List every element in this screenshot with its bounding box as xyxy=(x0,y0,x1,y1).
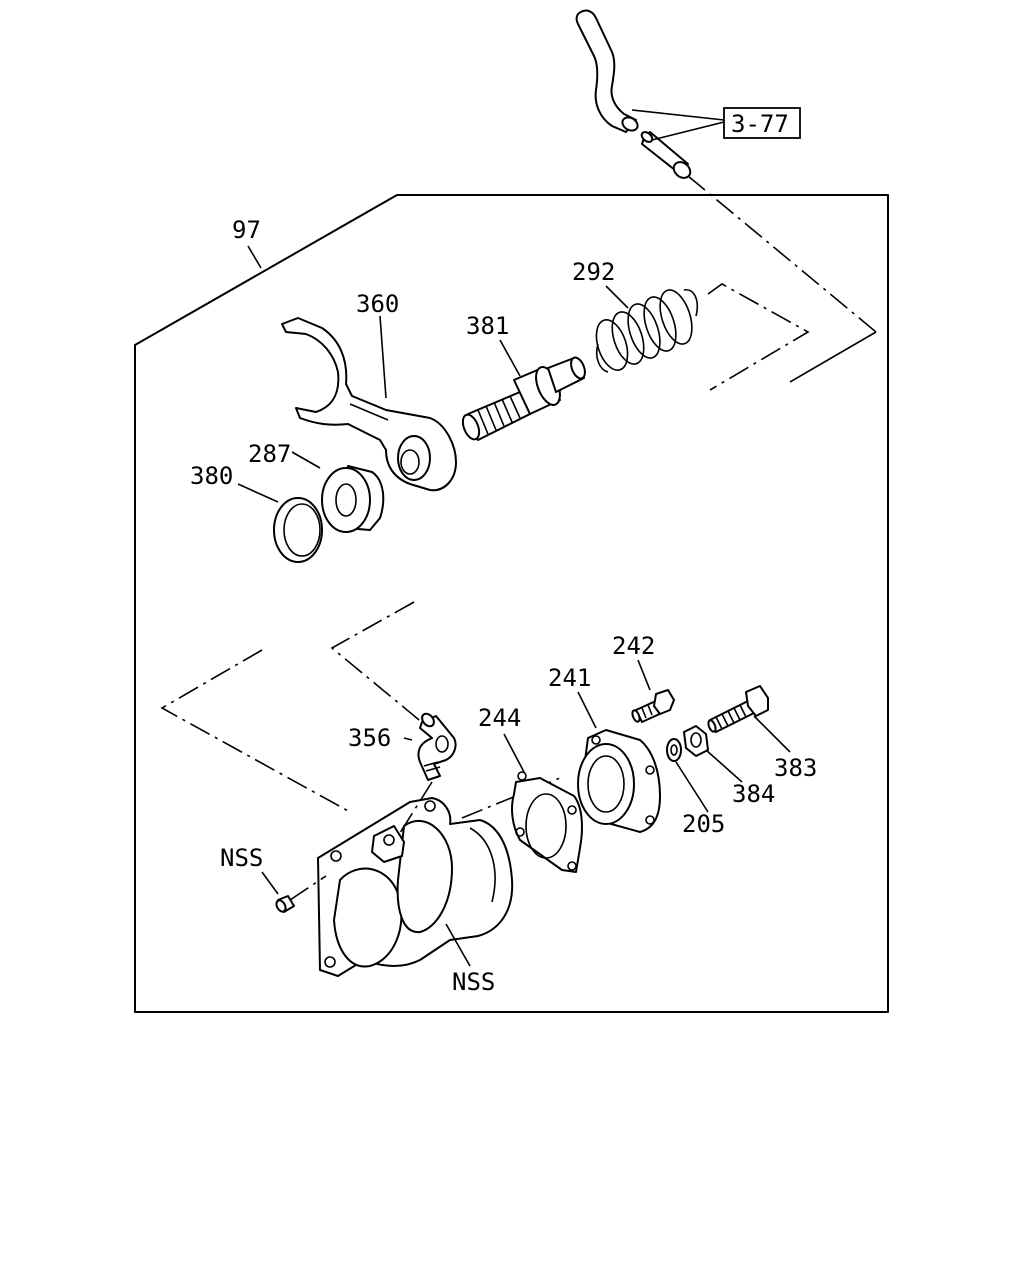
housing xyxy=(317,797,514,977)
label-assembly: 97 xyxy=(232,216,261,244)
ring xyxy=(273,497,323,563)
label-bolt-383: 383 xyxy=(774,754,817,782)
label-elbow: 356 xyxy=(348,724,391,752)
bolt-242 xyxy=(631,689,675,723)
cover xyxy=(577,729,661,833)
label-fork: 360 xyxy=(356,290,399,318)
gasket xyxy=(511,771,583,873)
assembly-frame xyxy=(134,194,889,1013)
label-nss-housing: NSS xyxy=(452,968,495,996)
spring xyxy=(595,289,699,373)
label-nss-plug: NSS xyxy=(220,844,263,872)
nut xyxy=(683,725,709,757)
bush xyxy=(321,465,385,533)
hose-fitting xyxy=(640,131,692,179)
washer xyxy=(666,738,682,762)
reference-callout: 3-77 xyxy=(631,107,801,141)
label-bush: 287 xyxy=(248,440,291,468)
label-cover: 241 xyxy=(548,664,591,692)
shift-fork xyxy=(281,317,457,492)
elbow-fitting xyxy=(417,712,457,781)
shaft xyxy=(461,356,586,441)
plug xyxy=(275,875,327,913)
label-nut: 384 xyxy=(732,780,775,808)
bolt-383 xyxy=(707,685,769,733)
label-shaft: 381 xyxy=(466,312,509,340)
label-washer: 205 xyxy=(682,810,725,838)
label-gasket: 244 xyxy=(478,704,521,732)
hose xyxy=(575,9,639,133)
label-ring: 380 xyxy=(190,462,233,490)
ref-label: 3-77 xyxy=(731,110,789,138)
label-spring: 292 xyxy=(572,258,615,286)
label-bolt-242: 242 xyxy=(612,632,655,660)
